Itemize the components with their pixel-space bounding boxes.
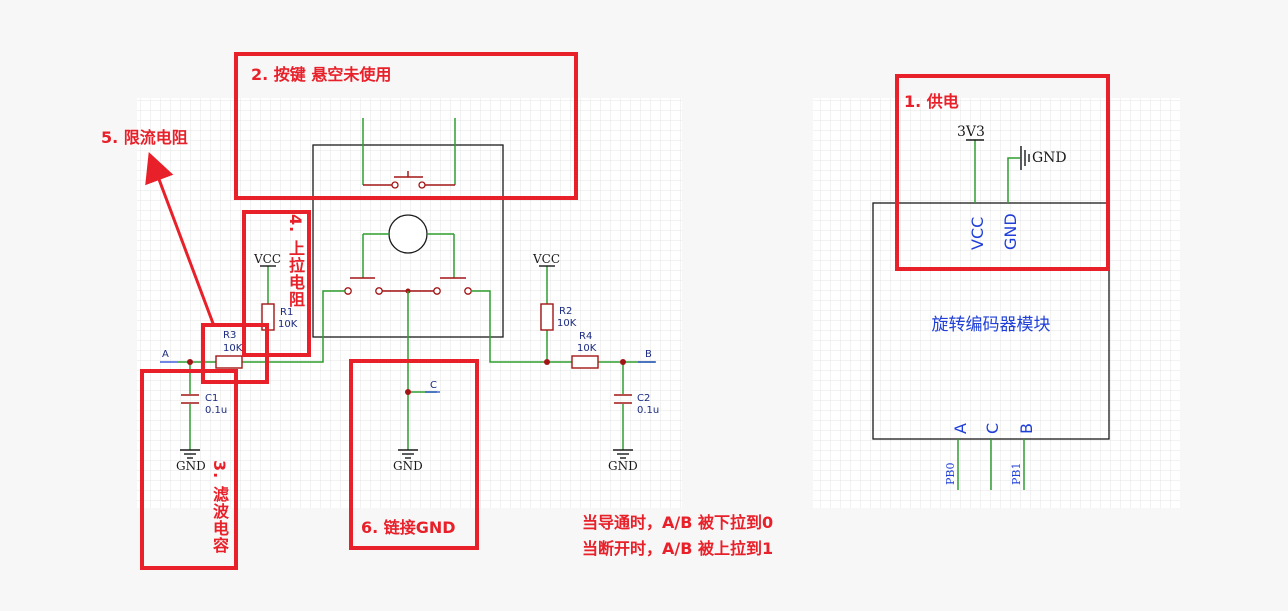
annotation-button: 2. 按键 悬空未使用: [251, 65, 392, 84]
annotation-power: 1. 供电: [904, 92, 959, 111]
c2-value: 0.1u: [637, 405, 659, 416]
power-box: [895, 74, 1110, 271]
r1-name: R1: [280, 307, 293, 318]
filter-cap-box: [140, 369, 238, 570]
net-a-label: A: [162, 349, 169, 360]
gnd-label-c2: GND: [608, 459, 638, 473]
module-pin-b: B: [1017, 423, 1036, 434]
resistor-r2: [540, 303, 554, 331]
module-pin-gnd: GND: [1001, 213, 1020, 250]
annotation-note-line2: 当断开时，A/B 被上拉到1: [582, 539, 774, 558]
pullup-box: [242, 210, 311, 357]
module-wires: [957, 140, 1025, 490]
module-pb1-label: PB1: [1010, 463, 1023, 485]
r1-value: 10K: [278, 319, 298, 330]
vcc-label-left: VCC: [253, 252, 281, 266]
capacitor-c2: [614, 394, 632, 404]
annotation-gnd-link: 6. 链接GND: [361, 518, 456, 537]
resistor-r3: [215, 355, 243, 369]
c2-name: C2: [637, 393, 650, 404]
module-pin-vcc: VCC: [968, 217, 987, 250]
r4-name: R4: [579, 331, 592, 342]
button-box: [234, 52, 578, 200]
junctions: [187, 359, 626, 395]
net-b-label: B: [645, 349, 652, 360]
r3-name: R3: [223, 330, 236, 341]
vcc-label-right: VCC: [532, 252, 560, 266]
right-module-sheet: [813, 98, 1180, 508]
limit-resistor-arrow: [145, 151, 216, 327]
gnd-link-box: [349, 359, 479, 550]
c1-name: C1: [205, 393, 218, 404]
left-schematic-sheet: [137, 98, 682, 508]
r2-value: 10K: [557, 318, 577, 329]
annotation-note-line1: 当导通时，A/B 被下拉到0: [582, 513, 774, 532]
c1-value: 0.1u: [205, 405, 227, 416]
r3-value: 10K: [223, 343, 243, 354]
module-pin-a: A: [951, 423, 970, 434]
gnd-label-c: GND: [393, 459, 423, 473]
gnd-label-c1: GND: [176, 459, 206, 473]
module-title: 旋转编码器模块: [932, 315, 1051, 335]
capacitor-c1: [181, 394, 199, 404]
net-c-label: C: [430, 380, 437, 391]
module-pb0-label: PB0: [944, 463, 957, 485]
r4-value: 10K: [577, 343, 597, 354]
r2-name: R2: [559, 306, 572, 317]
annotation-boxes: [140, 52, 1110, 570]
ground-symbols: [180, 449, 633, 459]
resistor-r4: [571, 355, 599, 369]
module-supply-symbols: [966, 139, 1030, 170]
annotation-pullup: 4. 上拉电阻: [286, 214, 305, 308]
annotation-filter-cap: 3. 滤波电容: [210, 460, 229, 554]
module-pin-c: C: [983, 423, 1002, 434]
supply-3v3-label: 3V3: [957, 124, 985, 140]
annotation-limit-resistor: 5. 限流电阻: [101, 128, 188, 147]
supply-gnd-label: GND: [1032, 150, 1067, 166]
